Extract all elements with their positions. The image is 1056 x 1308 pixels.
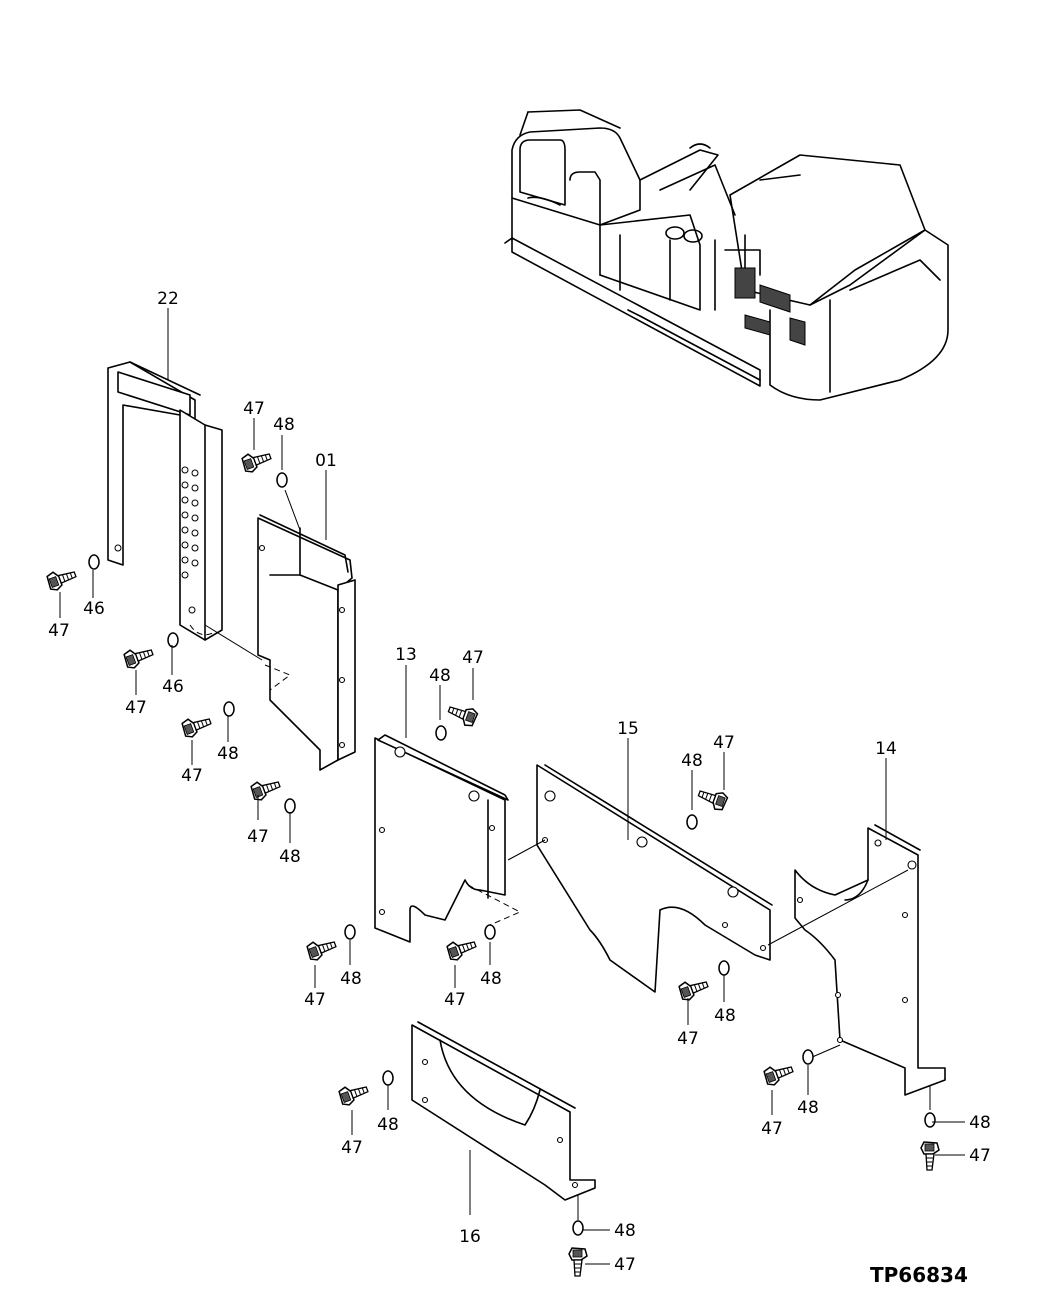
part-22-bracket (107, 361, 223, 641)
callout-47: 47 (247, 827, 269, 847)
bolt-icon (306, 941, 337, 961)
washer-icon (344, 924, 356, 940)
washer-icon (284, 798, 296, 814)
excavator-overview-illustration (504, 109, 949, 401)
callout-47: 47 (677, 1029, 699, 1049)
callout-01: 01 (315, 451, 337, 471)
washer-icon (167, 632, 179, 648)
callout-48: 48 (480, 969, 502, 989)
part-01-plate (204, 514, 356, 771)
callout-48: 48 (217, 744, 239, 764)
callout-48: 48 (279, 847, 301, 867)
washer-icon (223, 701, 235, 717)
callout-48: 48 (273, 415, 295, 435)
callout-48: 48 (681, 751, 703, 771)
bolt-icon (123, 649, 154, 669)
washer-icon (88, 554, 100, 570)
callout-47: 47 (341, 1138, 363, 1158)
washer-icon (686, 814, 698, 830)
bolt-icon (763, 1066, 794, 1086)
bolt-icon (568, 1247, 588, 1277)
callout-48: 48 (797, 1098, 819, 1118)
washer-icon (484, 924, 496, 940)
callout-16: 16 (459, 1227, 481, 1247)
part-14-bracket (767, 824, 946, 1096)
bolt-icons (46, 453, 940, 1277)
callout-47: 47 (713, 733, 735, 753)
callout-47: 47 (462, 648, 484, 668)
drawing-reference-number: TP66834 (870, 1263, 968, 1287)
bolt-icon (46, 571, 77, 591)
part-13-plate (374, 734, 522, 943)
bolt-icon (338, 1086, 369, 1106)
callout-47: 47 (48, 621, 70, 641)
bolt-icon (678, 981, 709, 1001)
bolt-icon (447, 706, 479, 727)
callout-47: 47 (761, 1119, 783, 1139)
washer-icon (718, 960, 730, 976)
callout-47: 47 (304, 990, 326, 1010)
callout-labels: 22 01 13 15 14 16 47 48 46 47 46 47 48 4… (48, 289, 991, 1275)
part-15-plate (507, 764, 773, 993)
callout-48: 48 (714, 1006, 736, 1026)
callout-14: 14 (875, 739, 897, 759)
leader-lines (59, 308, 965, 1265)
bolt-icon (181, 718, 212, 738)
washer-icon (802, 1049, 814, 1065)
part-16-bracket (411, 1021, 596, 1201)
washer-icon (435, 725, 447, 741)
callout-47: 47 (181, 766, 203, 786)
callout-48: 48 (614, 1221, 636, 1241)
callout-47: 47 (125, 698, 147, 718)
callout-48: 48 (377, 1115, 399, 1135)
callout-46: 46 (162, 677, 184, 697)
callout-47: 47 (614, 1255, 636, 1275)
bolt-icon (697, 790, 729, 811)
washer-icons (88, 472, 936, 1236)
callout-22: 22 (157, 289, 179, 309)
callout-46: 46 (83, 599, 105, 619)
bolt-icon (446, 941, 477, 961)
bolt-icon (250, 781, 281, 801)
callout-48: 48 (340, 969, 362, 989)
callout-13: 13 (395, 645, 417, 665)
washer-icon (382, 1070, 394, 1086)
callout-48: 48 (969, 1113, 991, 1133)
bolt-icon (920, 1141, 940, 1171)
washer-icon (276, 472, 288, 488)
callout-47: 47 (243, 399, 265, 419)
callout-15: 15 (617, 719, 639, 739)
callout-47: 47 (969, 1146, 991, 1166)
callout-47: 47 (444, 990, 466, 1010)
bolt-icon (241, 453, 272, 473)
washer-icon (572, 1220, 584, 1236)
washer-icon (924, 1112, 936, 1128)
callout-48: 48 (429, 666, 451, 686)
